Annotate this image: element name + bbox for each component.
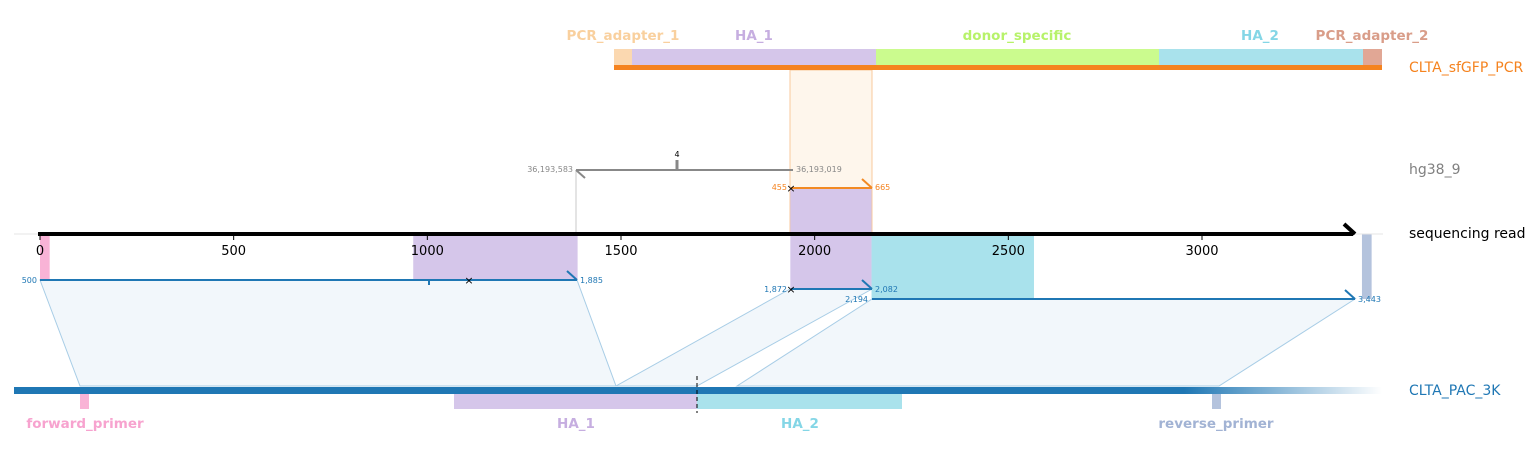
pac-feature-reverse-primer (1212, 394, 1221, 409)
pcr-feature-donor_specific (876, 49, 1159, 65)
pac-feature-ha-1 (454, 394, 697, 409)
axis-tick-label: 2000 (798, 244, 831, 259)
alignment-bands (39, 69, 1357, 387)
pcr-alignment-arrow (861, 178, 873, 189)
pcr-feature-label: PCR_adapter_2 (1316, 28, 1429, 44)
pcr-feature-ha_2 (1159, 49, 1363, 65)
pac-alignment-arrow-2 (861, 279, 873, 290)
pac-reference-line (14, 387, 1184, 394)
pac-feature-forward-primer (80, 394, 89, 409)
pac-right-coord: 2,082 (875, 285, 898, 294)
axis-tick-label: 500 (221, 244, 246, 259)
pac-feature-label: HA_2 (781, 416, 819, 432)
read-track-label: sequencing read (1409, 226, 1525, 242)
read-region-ha-2 (871, 234, 1034, 299)
read-region-reverse-primer (1361, 234, 1372, 299)
pcr-reference-line (614, 65, 1382, 70)
genome-right-coord: 36,193,019 (796, 165, 842, 174)
read-region-ha-1 (790, 188, 872, 290)
read-arrowhead (1342, 222, 1357, 236)
pac-alignment-arrow-1 (566, 270, 578, 281)
genome-alignment-arrow (575, 169, 586, 179)
axis-tick-label: 1000 (411, 244, 444, 259)
genome-track-label: hg38_9 (1409, 162, 1460, 178)
pac-mismatch-marker: × (786, 283, 795, 296)
pcr-left-coord: 455 (772, 183, 787, 192)
axis-tick-label: 0 (36, 244, 44, 259)
pac-read-band-1 (39, 279, 617, 387)
pac-feature-label: reverse_primer (1158, 416, 1274, 432)
pac-left-coord: 500 (22, 276, 37, 285)
pac-feature-label: HA_1 (557, 416, 595, 432)
read-region-ha-1 (413, 234, 578, 280)
pcr-feature-ha_1 (632, 49, 876, 65)
pac-right-coord: 3,443 (1358, 295, 1381, 304)
pcr-feature-label: donor_specific (963, 28, 1072, 44)
pac-feature-label: forward_primer (26, 416, 144, 432)
pac-mismatch-marker: × (464, 274, 473, 287)
pcr-feature-label: PCR_adapter_1 (567, 28, 680, 44)
axis-tick-label: 2500 (992, 244, 1025, 259)
axis-tick-label: 3000 (1185, 244, 1218, 259)
read-region-forward-primer (40, 234, 50, 280)
pac-left-coord: 1,872 (764, 285, 787, 294)
genome-gap-label: 4 (674, 150, 679, 159)
pac-alignment-arrow-3 (1344, 289, 1356, 300)
read-axis: 0 500 1000 1500 2000 2500 3000 (14, 222, 1383, 259)
genome-left-coord: 36,193,583 (527, 165, 573, 174)
pcr-feature-label: HA_1 (735, 28, 773, 44)
read-regions (40, 188, 1372, 299)
pcr-feature-pcr_adapter_2 (1363, 49, 1382, 65)
pcr-feature-label: HA_2 (1241, 28, 1279, 44)
pac-track: forward_primer HA_1 HA_2 reverse_primer (14, 376, 1382, 432)
pac-right-coord: 1,885 (580, 276, 603, 285)
pcr-mismatch-marker: × (786, 182, 795, 195)
axis-tick-label: 1500 (604, 244, 637, 259)
pac-feature-ha-2 (697, 394, 902, 409)
pac-reference-fade (1184, 387, 1382, 394)
pcr-track-label: CLTA_sfGFP_PCR (1409, 60, 1523, 76)
pcr-right-coord: 665 (875, 183, 890, 192)
pac-left-coord: 2,194 (845, 295, 868, 304)
pcr-track: PCR_adapter_1 HA_1 donor_specific HA_2 PCR_a… (567, 28, 1429, 70)
pcr-feature-pcr_adapter_1 (614, 49, 632, 65)
pac-track-label: CLTA_PAC_3K (1409, 383, 1501, 399)
